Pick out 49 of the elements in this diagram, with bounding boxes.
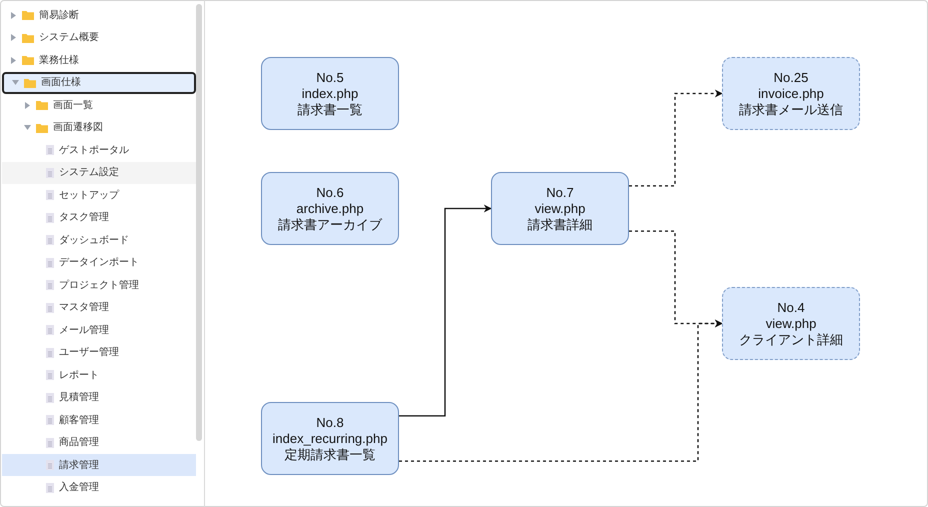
screen-box [261, 57, 399, 130]
tree-item-label: ゲストポータル [59, 144, 129, 158]
tree-item-label: システム概要 [39, 30, 99, 45]
node-text: 請求書一覧 [298, 102, 362, 118]
screen-box [261, 172, 399, 245]
screen-box [261, 402, 399, 475]
node-text: 請求書アーカイブ [278, 216, 382, 232]
node-text: No.5 [316, 70, 344, 86]
node-text: view.php [766, 316, 816, 332]
node-text: No.4 [777, 300, 805, 316]
tree-item-label: タスク管理 [59, 211, 109, 225]
tree-item-label: 商品管理 [59, 436, 99, 450]
tree-item-label: ユーザー管理 [59, 346, 119, 360]
tree-item-label: 業務仕様 [39, 54, 79, 68]
node-text: No.8 [316, 414, 344, 430]
tree-item-label: 入金管理 [59, 480, 99, 495]
tree-item-label: 画面遷移図 [53, 121, 103, 135]
node-text: クライアント詳細 [739, 332, 843, 348]
tree-item-label: 顧客管理 [59, 414, 99, 428]
node-text: index_recurring.php [272, 430, 388, 446]
arrow [399, 204, 492, 417]
tree-item-label: 簡易診断 [39, 8, 79, 22]
tree-item-label: ダッシュボード [59, 234, 129, 248]
node-text: index.php [302, 86, 358, 102]
node-text: invoice.php [758, 86, 824, 102]
arrow [629, 90, 723, 187]
node-text: No.25 [774, 70, 808, 86]
tree-item-label: データインポート [59, 256, 139, 270]
node-text: 請求書メール送信 [739, 102, 843, 118]
tree-item-label: メール管理 [59, 324, 109, 338]
tree-item-label: システム設定 [59, 166, 119, 180]
node-text: archive.php [296, 200, 364, 216]
tree-item-label: 画面仕様 [41, 76, 81, 90]
screen-box [722, 57, 860, 130]
tree-item-label: マスタ管理 [59, 301, 109, 315]
tree-item-label: 画面一覧 [53, 98, 93, 112]
screen-box [722, 287, 860, 360]
tree-item-label: 見積管理 [59, 390, 99, 405]
screen-box [491, 172, 629, 245]
tree-item-label: レポート [59, 368, 99, 382]
node-text: view.php [534, 200, 586, 216]
node-text: 定期請求書一覧 [284, 446, 376, 462]
node-text: No.7 [546, 184, 574, 200]
node-text: No.6 [316, 184, 344, 200]
tree-item-label: プロジェクト管理 [59, 278, 139, 292]
tree-item-label: セットアップ [59, 188, 119, 202]
tree-item-label: 請求管理 [59, 458, 99, 472]
arrow [399, 320, 723, 462]
node-text: 請求書詳細 [528, 216, 592, 232]
